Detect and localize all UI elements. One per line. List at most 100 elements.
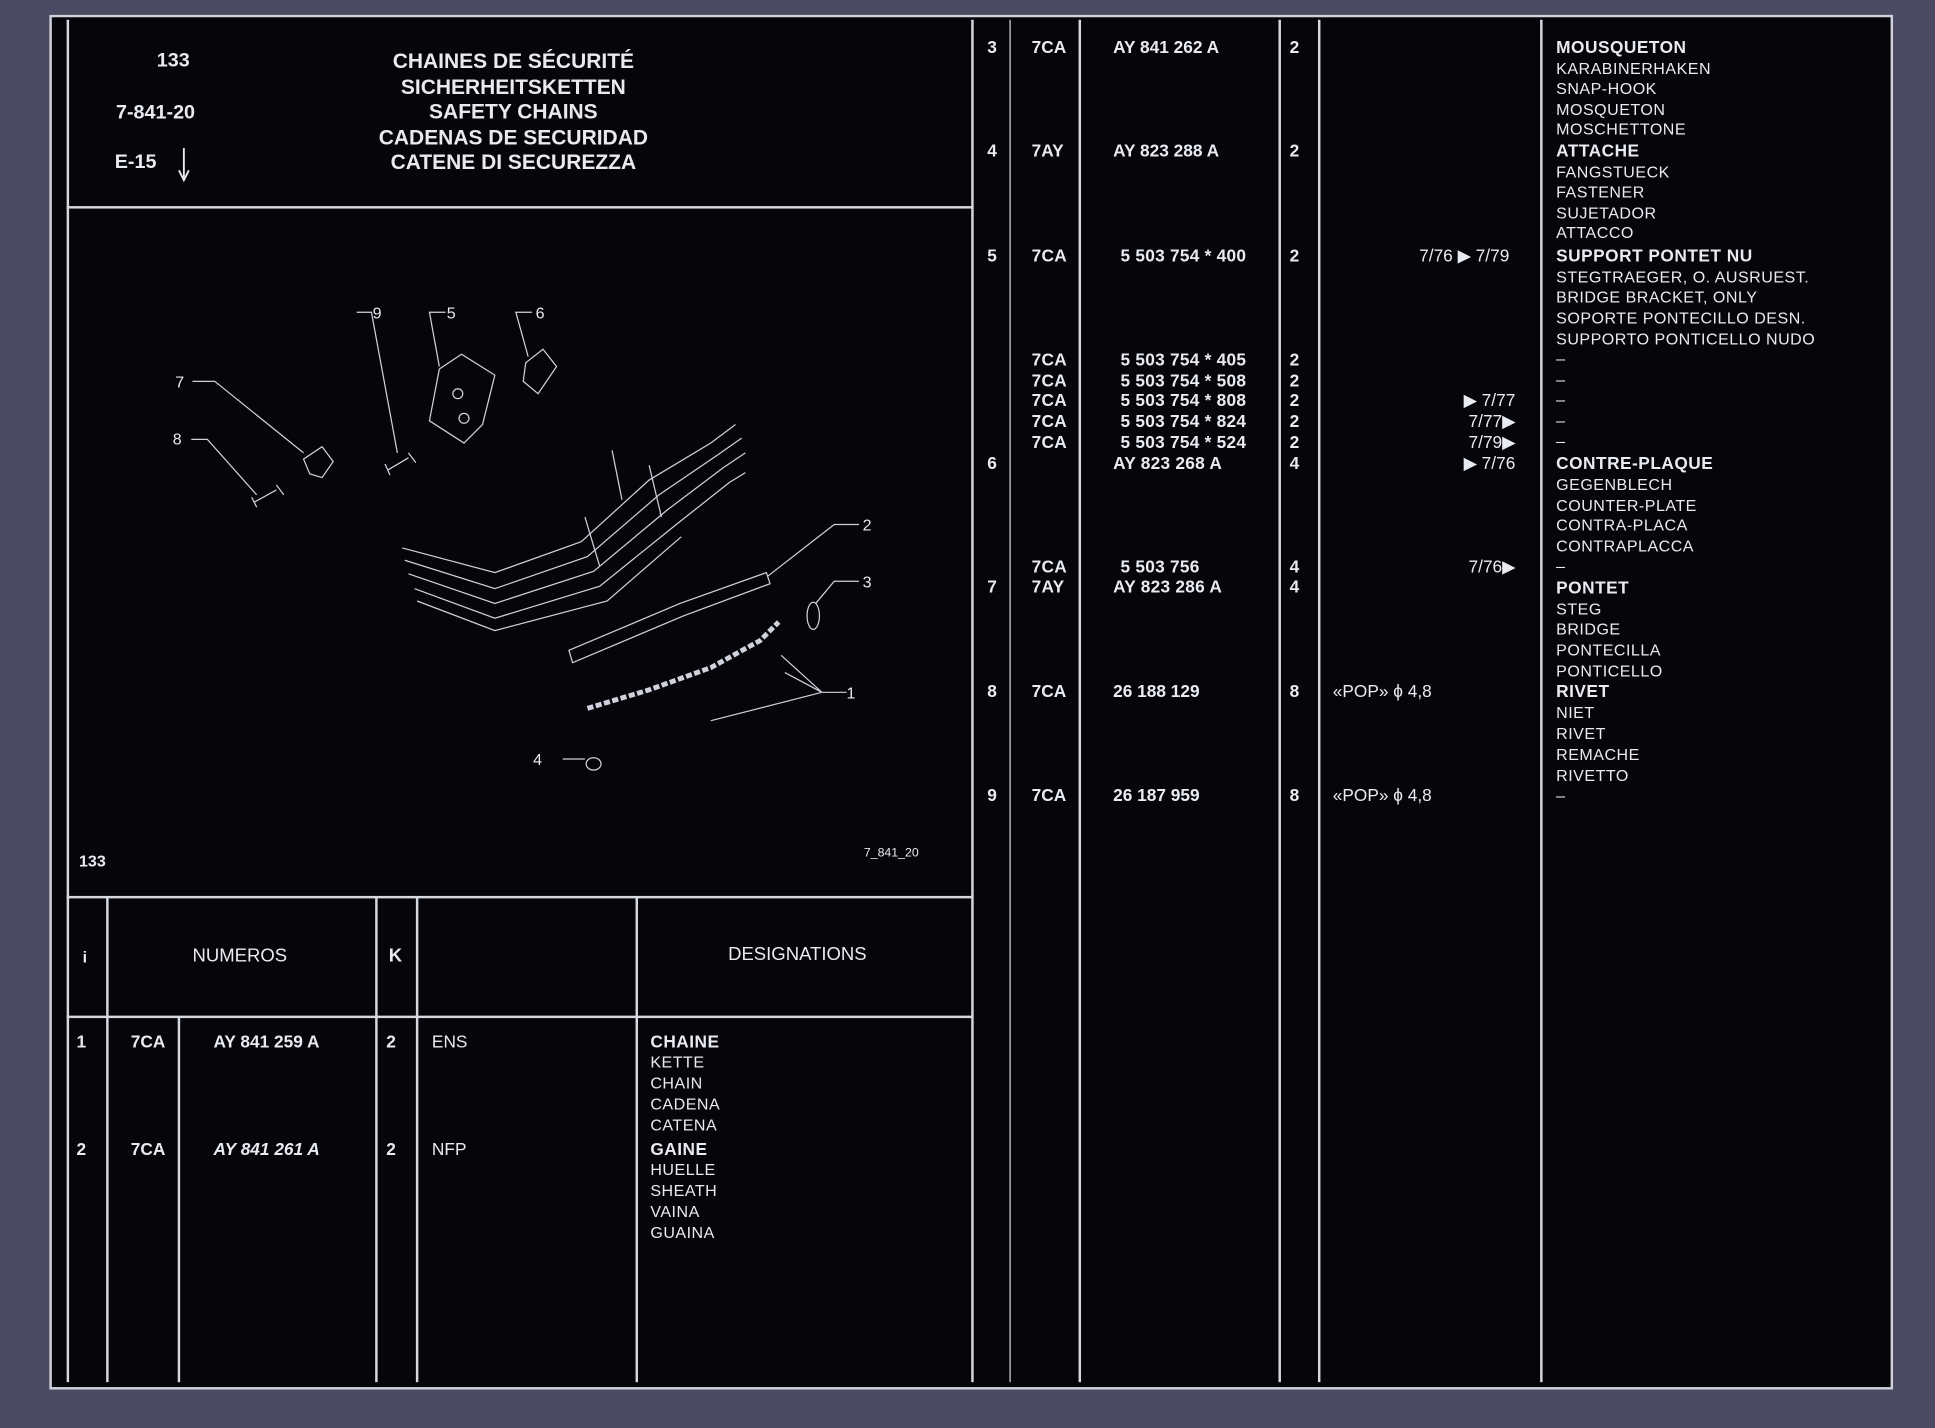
drawing-reference: 7_841_20: [863, 846, 919, 861]
callout-8: 8: [173, 430, 182, 448]
designation: HUELLE: [650, 1160, 716, 1179]
rule: [177, 1016, 181, 1383]
designation: SOPORTE PONTECILLO DESN.: [1556, 308, 1806, 328]
exploded-parts-diagram: 7 8 9 5 6 2 3 1 4: [173, 304, 872, 771]
note: ENS: [431, 1031, 468, 1052]
title-es: CADENAS DE SECURIDAD: [378, 125, 648, 150]
sheath-part: [568, 571, 771, 664]
source-code: 7AY: [1031, 140, 1064, 161]
designation: CATENA: [650, 1115, 718, 1135]
designation: –: [1556, 786, 1566, 805]
callout-labels: 7 8 9 5 6 2 3 1 4: [173, 304, 872, 769]
part-number: 5 503 756: [1120, 556, 1200, 577]
designation: REMACHE: [1556, 745, 1640, 764]
source-code: 7CA: [1031, 349, 1067, 369]
rule: [66, 19, 70, 1383]
rule: [1540, 19, 1543, 1383]
source-code: 7CA: [1031, 389, 1067, 410]
validity-dates: ▶ 7/76: [1463, 452, 1516, 473]
quantity: 2: [1289, 245, 1300, 266]
source-code: 7CA: [130, 1139, 166, 1159]
note: NFP: [431, 1139, 467, 1159]
designation: CADENA: [650, 1094, 721, 1114]
quantity: 4: [1289, 556, 1300, 577]
validity-dates: 7/79▶: [1468, 431, 1516, 452]
callout-7: 7: [175, 373, 184, 391]
part-number: AY 823 286 A: [1113, 576, 1223, 597]
designation: BRIDGE BRACKET, ONLY: [1556, 287, 1758, 307]
col-header-k: K: [388, 945, 403, 967]
rivet-part: [384, 452, 417, 476]
rule: [66, 206, 973, 209]
quantity: 4: [1289, 576, 1300, 597]
quantity: 4: [1289, 452, 1300, 473]
designation: RIVETTO: [1556, 766, 1629, 785]
designation: ATTACCO: [1556, 223, 1634, 242]
quantity: 2: [1289, 349, 1300, 369]
source-code: 7CA: [1031, 410, 1067, 431]
quantity: 8: [1289, 784, 1300, 805]
callout-2: 2: [863, 517, 872, 535]
section-code: E-15: [114, 151, 157, 173]
designation: NIET: [1556, 703, 1595, 722]
part-number: AY 823 288 A: [1113, 140, 1220, 161]
bridge-part: [302, 445, 334, 479]
part-number: 5 503 754 * 400: [1120, 245, 1247, 266]
part-number: 5 503 754 * 405: [1120, 349, 1247, 369]
designation: COUNTER-PLATE: [1556, 496, 1697, 515]
designation: CONTRA-PLACA: [1556, 515, 1688, 535]
designation: –: [1556, 410, 1566, 430]
bridge-bracket-part: [428, 353, 496, 444]
counter-plate-part: [522, 348, 558, 395]
chassis-rail-drawing: [402, 424, 746, 632]
designation: CONTRAPLACCA: [1556, 536, 1695, 556]
designation: GUAINA: [650, 1222, 715, 1242]
fastener-part: [585, 757, 602, 771]
rule: [66, 1015, 973, 1019]
title-fr: CHAINES DE SÉCURITÉ: [392, 49, 635, 73]
source-code: 7CA: [1031, 556, 1067, 577]
part-number: AY 823 268 A: [1113, 452, 1223, 473]
source-code: 7CA: [130, 1031, 166, 1052]
designation: MOSQUETON: [1556, 99, 1666, 119]
designation: MOSCHETTONE: [1556, 119, 1687, 139]
item-number: 1: [76, 1031, 87, 1052]
item-number: 7: [987, 576, 997, 597]
col-header-index: i: [82, 947, 88, 967]
designation: BRIDGE: [1556, 619, 1621, 639]
part-number: 5 503 754 * 824: [1120, 410, 1247, 431]
rule: [971, 19, 974, 1383]
designation: SHEATH: [650, 1180, 718, 1200]
callout-6: 6: [536, 304, 545, 322]
designation: CONTRE-PLAQUE: [1556, 452, 1714, 473]
designation: MOUSQUETON: [1556, 37, 1687, 57]
designation: STEG: [1556, 599, 1602, 619]
diagram-page-number: 133: [78, 851, 106, 871]
rule: [1078, 19, 1082, 1383]
part-number: AY 841 262 A: [1113, 37, 1220, 57]
validity-dates: 7/76▶: [1468, 556, 1516, 577]
designation: KARABINERHAKEN: [1556, 59, 1712, 78]
callout-1: 1: [847, 684, 856, 702]
designation: VAINA: [650, 1201, 700, 1221]
reference-number: 7-841-20: [116, 102, 196, 124]
source-code: 7CA: [1031, 681, 1067, 701]
col-header-designations: DESIGNATIONS: [728, 944, 867, 966]
note: «POP» ϕ 4,8: [1332, 784, 1432, 805]
chain-part: [586, 620, 781, 711]
quantity: 2: [386, 1031, 396, 1052]
source-code: 7CA: [1031, 37, 1067, 57]
item-number: 6: [987, 452, 997, 473]
quantity: 2: [1289, 370, 1300, 390]
designation: CHAIN: [650, 1073, 703, 1093]
designation: GEGENBLECH: [1556, 475, 1673, 494]
part-number: AY 841 261 A: [213, 1139, 320, 1159]
callout-9: 9: [373, 304, 382, 322]
designation: FANGSTUECK: [1556, 162, 1670, 182]
callout-4: 4: [533, 751, 542, 769]
designation: –: [1556, 370, 1566, 389]
designation: PONTICELLO: [1556, 661, 1663, 680]
rule: [635, 897, 639, 1383]
title-de: SICHERHEITSKETTEN: [400, 74, 626, 99]
col-header-numeros: NUMEROS: [192, 945, 288, 967]
